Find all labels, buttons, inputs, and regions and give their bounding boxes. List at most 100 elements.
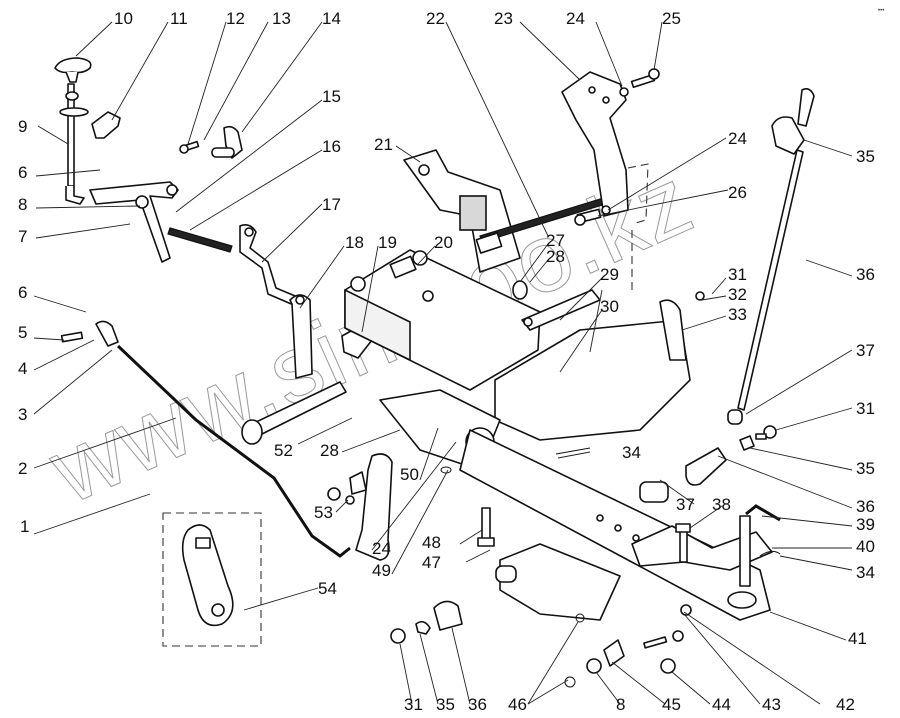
callout-24-top: 24 (566, 9, 585, 28)
part-lever-15 (89, 181, 179, 263)
part-bolt-26 (574, 208, 602, 226)
callout-5: 5 (18, 323, 27, 342)
callout-33: 33 (728, 305, 747, 324)
part-lever-18 (289, 294, 313, 379)
callout-25: 25 (662, 9, 681, 28)
part-washer-48 (440, 466, 452, 474)
part-lever-49 (355, 453, 393, 561)
part-bracket-11 (91, 111, 121, 139)
part-valve-block-33 (494, 291, 705, 441)
callout-40: 40 (856, 537, 875, 556)
callout-47: 47 (422, 553, 441, 572)
callout-3: 3 (18, 405, 27, 424)
callout-28-mid: 28 (320, 441, 339, 460)
callout-34-mid: 34 (622, 443, 641, 462)
callout-2: 2 (18, 459, 27, 478)
callout-53: 53 (314, 503, 333, 522)
callout-36-top: 36 (856, 265, 875, 284)
part-bolt-38 (675, 523, 691, 563)
part-link-17 (239, 224, 301, 307)
part-shaft-22 (475, 195, 613, 254)
corner-mark: ••• (878, 8, 884, 14)
callout-38: 38 (712, 495, 731, 514)
callout-6-mid: 6 (18, 283, 27, 302)
part-bolt-53 (327, 471, 367, 505)
callout-31-right: 31 (856, 399, 875, 418)
callout-35-bottom: 35 (436, 695, 455, 714)
callout-29: 29 (600, 265, 619, 284)
callout-20: 20 (434, 233, 453, 252)
callout-22: 22 (426, 9, 445, 28)
part-washer-24-top (619, 87, 629, 97)
assembly-guide-line (627, 163, 649, 225)
callout-24-low: 24 (372, 539, 391, 558)
callout-26: 26 (728, 183, 747, 202)
callout-27: 27 (546, 231, 565, 250)
part-fork-36-right (685, 447, 727, 486)
callout-15: 15 (322, 87, 341, 106)
part-drawbar-41 (459, 429, 771, 621)
callout-7: 7 (18, 227, 27, 246)
part-pin-52 (241, 381, 347, 445)
part-pivot-pin-14 (211, 125, 243, 159)
callout-1: 1 (20, 517, 29, 536)
callout-10: 10 (114, 9, 133, 28)
part-lock-plate-35 (739, 435, 755, 451)
part-rod-2 (60, 320, 351, 558)
callout-4: 4 (18, 359, 27, 378)
part-spring-16 (167, 227, 233, 253)
part-cotter-34-upper (555, 447, 591, 455)
part-knob-10 (54, 57, 92, 83)
callout-28-top: 28 (546, 247, 565, 266)
callout-30: 30 (600, 297, 619, 316)
part-washer-27 (512, 280, 528, 300)
callout-49: 49 (372, 561, 391, 580)
part-cotter-34-lower (759, 550, 781, 557)
leader-lines (33, 21, 853, 705)
callout-17: 17 (322, 195, 341, 214)
callout-21: 21 (374, 135, 393, 154)
part-small-bottom (390, 600, 692, 688)
callout-18: 18 (345, 233, 364, 252)
callout-24-mid: 24 (728, 129, 747, 148)
callout-8-top: 8 (18, 195, 27, 214)
callout-6-top: 6 (18, 163, 27, 182)
part-bolt-31-right (755, 425, 777, 440)
callout-43: 43 (762, 695, 781, 714)
callout-23: 23 (494, 9, 513, 28)
callout-8-bottom: 8 (616, 695, 625, 714)
part-rod-9 (59, 83, 89, 205)
callout-37-mid: 37 (676, 495, 695, 514)
callout-12: 12 (226, 9, 245, 28)
callout-37-right: 37 (856, 341, 875, 360)
callout-16: 16 (322, 137, 341, 156)
callout-35-top: 35 (856, 147, 875, 166)
callout-45: 45 (662, 695, 681, 714)
callout-52: 52 (274, 441, 293, 460)
callout-36-bottom: 36 (468, 695, 487, 714)
callout-44: 44 (712, 695, 731, 714)
callout-54: 54 (318, 579, 337, 598)
callout-labels: 10 11 12 13 14 15 16 17 18 19 20 21 22 2… (18, 9, 875, 714)
callout-46: 46 (508, 695, 527, 714)
callout-42: 42 (836, 695, 855, 714)
callout-13: 13 (272, 9, 291, 28)
callout-34-right: 34 (856, 563, 875, 582)
part-link-plate-54 (162, 512, 262, 647)
part-bolt-12 (179, 140, 200, 154)
callout-41: 41 (848, 629, 867, 648)
callout-50: 50 (400, 465, 419, 484)
part-bolt-25 (630, 68, 660, 89)
callout-31-top: 31 (728, 265, 747, 284)
callout-11: 11 (170, 9, 188, 28)
callout-19: 19 (378, 233, 397, 252)
callout-39: 39 (856, 515, 875, 534)
callout-35-right: 35 (856, 459, 875, 478)
part-hydraulic-block (495, 543, 621, 621)
callout-14: 14 (322, 9, 341, 28)
part-hitch-pin-39 (739, 504, 781, 587)
part-bracket-23 (561, 71, 629, 217)
callout-31-bottom: 31 (404, 695, 423, 714)
callout-36-right: 36 (856, 497, 875, 516)
